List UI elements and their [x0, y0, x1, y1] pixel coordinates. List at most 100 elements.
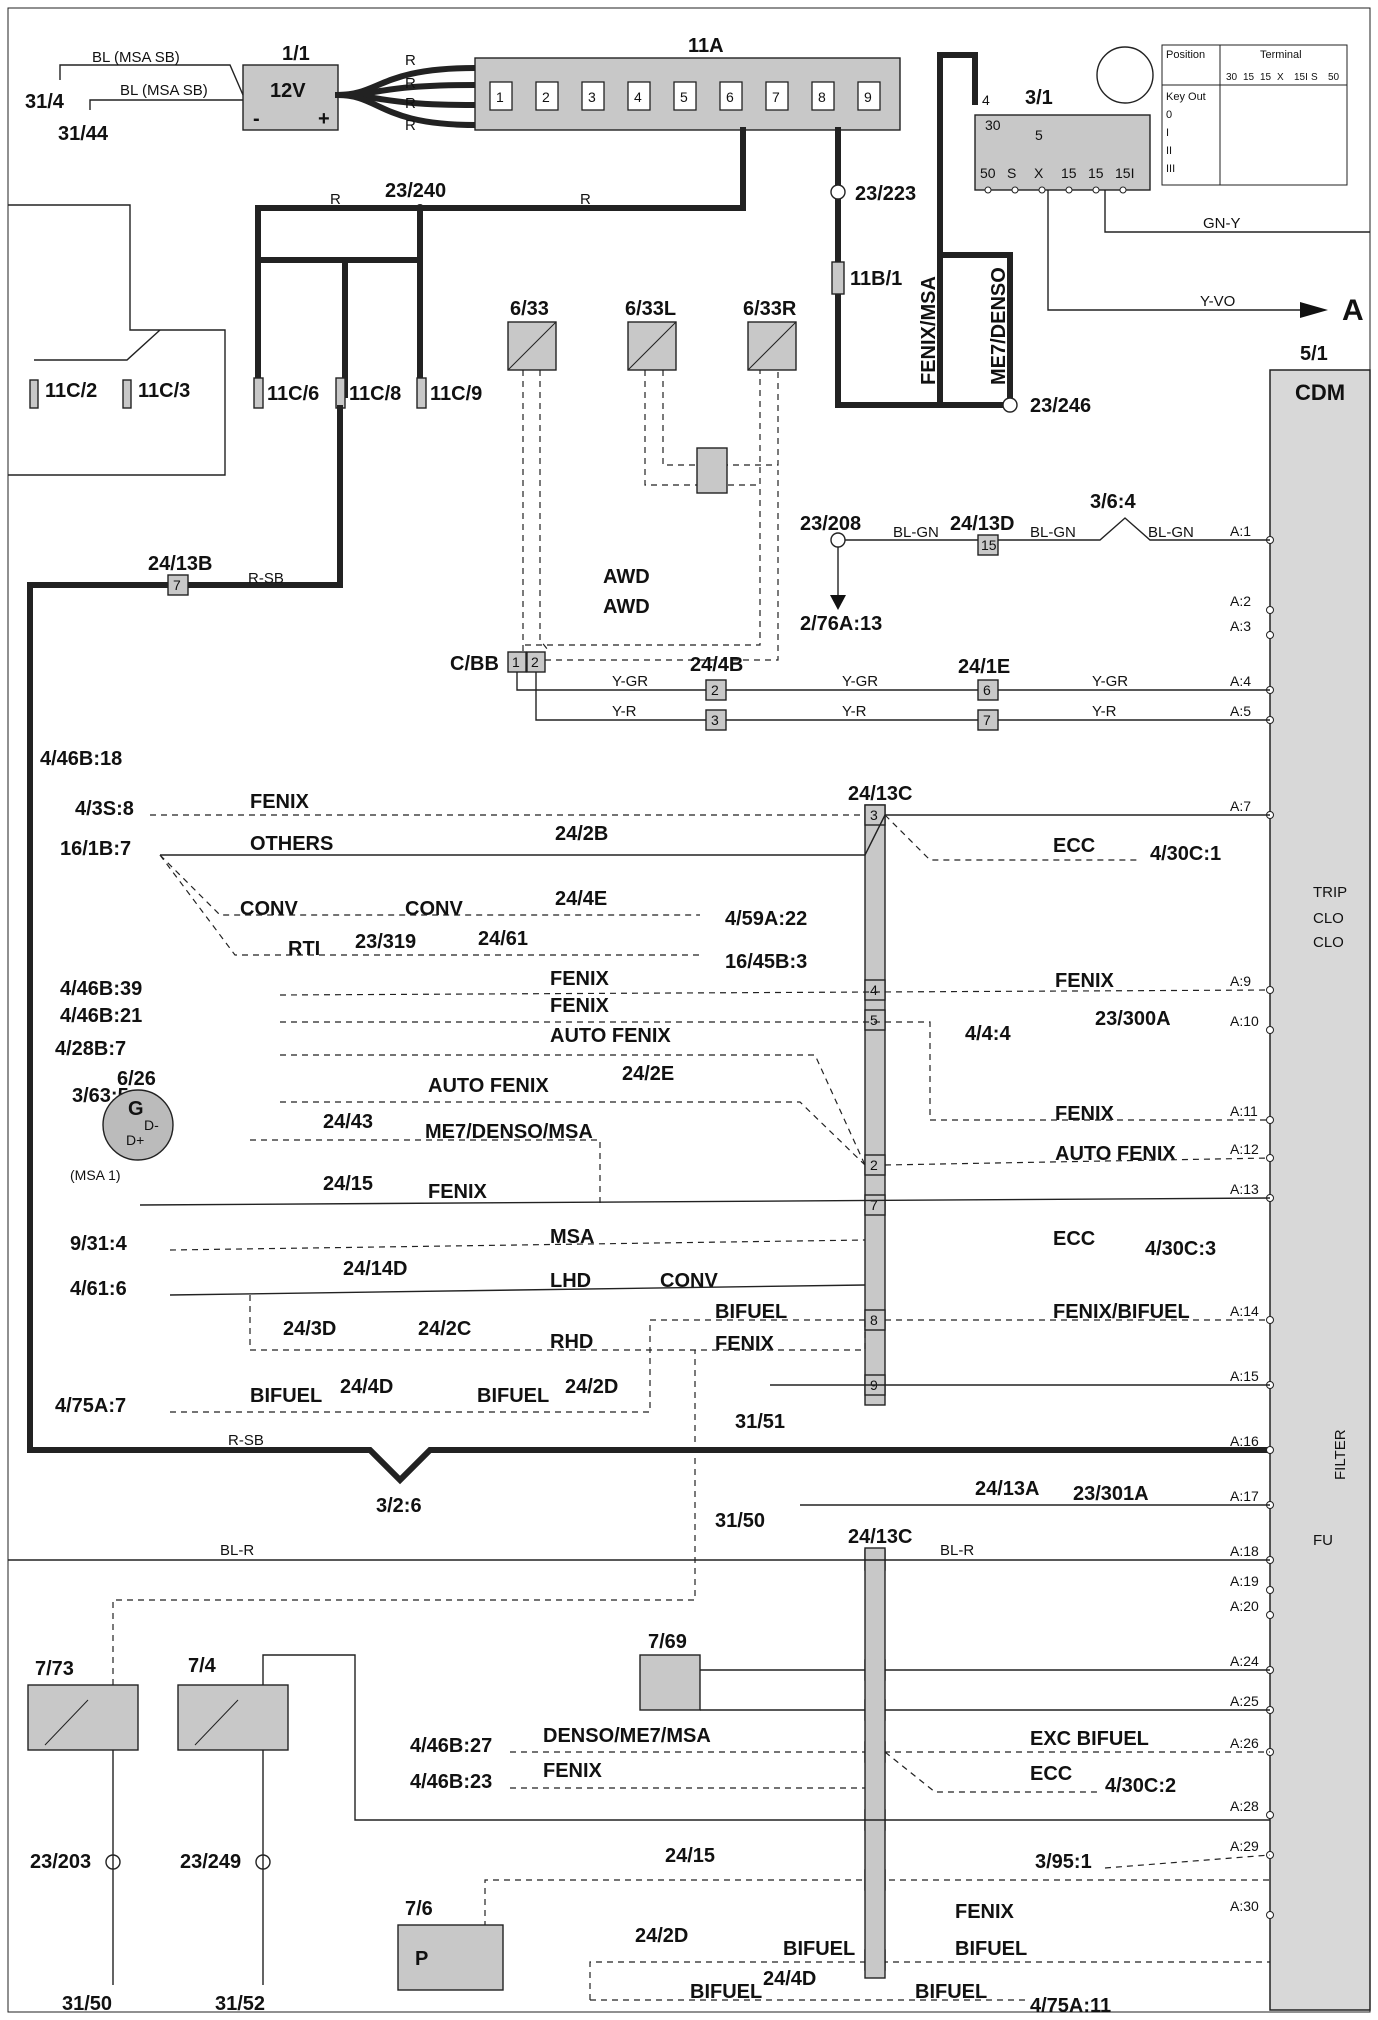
schematic-label: 9/31:4: [70, 1233, 128, 1255]
svg-text:30: 30: [985, 117, 1001, 133]
bat-wire-4: [334, 91, 479, 129]
schematic-label: BIFUEL: [250, 1385, 322, 1407]
cdm-module: 5/1 CDM TRIP CLO CLO FILTER FU A:1A:2A:3…: [1230, 343, 1371, 2011]
ign-terminal: X: [1034, 165, 1044, 181]
svg-text:7/69: 7/69: [648, 1631, 687, 1653]
svg-text:TRIP: TRIP: [1313, 884, 1347, 901]
signal-line: [250, 1139, 601, 1205]
signal-line: [280, 1021, 1270, 1121]
schematic-label: AUTO FENIX: [428, 1075, 549, 1097]
svg-text:24/1E: 24/1E: [958, 656, 1010, 678]
svg-text:6: 6: [983, 682, 991, 698]
schematic-label: AUTO FENIX: [550, 1025, 671, 1047]
wl-r-5: R: [330, 191, 341, 208]
svg-text:11C/8: 11C/8: [349, 383, 401, 405]
ign-terminal: 50: [980, 165, 996, 181]
fuse-11c-3: 11C/3: [122, 379, 190, 409]
fuse-11a-label: 8: [818, 89, 826, 105]
w-splice: [696, 447, 728, 494]
cdm-pin: A:16: [1230, 1433, 1259, 1449]
svg-text:CLO: CLO: [1313, 934, 1344, 951]
schematic-label: 4/46B:23: [410, 1771, 492, 1793]
schematic-label: BIFUEL: [715, 1301, 787, 1323]
signal-line: [159, 854, 700, 956]
svg-text:G: G: [128, 1098, 144, 1120]
cdm-pin: A:29: [1230, 1838, 1259, 1854]
schematic-label: ECC: [1053, 1228, 1095, 1250]
sensor-7-69: 7/69: [639, 1631, 701, 1711]
conn-cbb: C/BB: [450, 653, 499, 675]
schematic-label: 4/46B:21: [60, 1005, 142, 1027]
cdm-pin: A:17: [1230, 1488, 1259, 1504]
svg-text:3/6:4: 3/6:4: [1090, 491, 1136, 513]
svg-text:11C/9: 11C/9: [430, 383, 482, 405]
frame-notch: [8, 204, 226, 476]
svg-text:23/249: 23/249: [180, 1851, 241, 1873]
schematic-label: 23/301A: [1073, 1483, 1149, 1505]
cdm-pin: A:25: [1230, 1693, 1259, 1709]
signal-line: [279, 989, 1271, 996]
svg-text:24/13D: 24/13D: [950, 513, 1015, 535]
svg-text:CLO: CLO: [1313, 910, 1344, 927]
wire-bl-gn: [845, 517, 1270, 541]
svg-text:5: 5: [1035, 127, 1043, 143]
schematic-label: 24/2D: [635, 1925, 688, 1947]
fuse-11a-label: 2: [542, 89, 550, 105]
svg-text:7: 7: [983, 712, 991, 728]
schematic-label: 4/46B:27: [410, 1735, 492, 1757]
ground-31-44: 31/44: [58, 123, 109, 145]
svg-text:7/6: 7/6: [405, 1898, 433, 1920]
svg-text:23/208: 23/208: [800, 513, 861, 535]
svg-text:31/52: 31/52: [215, 1993, 265, 2015]
svg-text:4: 4: [982, 92, 990, 108]
wire-bl-1: [59, 64, 244, 96]
wire-gn-y: [1104, 190, 1370, 233]
schematic-label: 24/15: [665, 1845, 715, 1867]
cdm-pin: A:2: [1230, 593, 1251, 609]
svg-text:6/33L: 6/33L: [625, 298, 676, 320]
svg-text:P: P: [415, 1948, 428, 1970]
schematic-label: 24/14D: [343, 1258, 408, 1280]
svg-text:24/13C: 24/13C: [848, 783, 913, 805]
schematic-label: 24/2E: [622, 1063, 674, 1085]
svg-text:6/33R: 6/33R: [743, 298, 797, 320]
fuse-11a-3: [581, 81, 605, 111]
svg-text:7: 7: [173, 577, 181, 593]
wire-y-gr: [516, 672, 1270, 691]
wire-bl-label-2: BL (MSA SB): [120, 82, 208, 99]
conn-24-13b: [167, 574, 189, 596]
battery: 1/1 12V - +: [242, 43, 339, 131]
signal-line: [280, 1101, 866, 1166]
key-col: 15I: [1294, 72, 1308, 83]
cdm-pin: A:10: [1230, 1013, 1259, 1029]
svg-text:Y-GR: Y-GR: [1092, 673, 1128, 690]
fuse-11c-link: [34, 329, 161, 361]
svg-text:D+: D+: [126, 1132, 144, 1148]
cdm-pin: A:4: [1230, 673, 1251, 689]
schematic-label: FENIX: [1055, 970, 1115, 992]
svg-text:24/13C: 24/13C: [848, 1526, 913, 1548]
schematic-label: 31/51: [735, 1411, 785, 1433]
svg-text:Y-VO: Y-VO: [1200, 293, 1235, 310]
signal-line: [280, 1054, 866, 1166]
signal-line: [1104, 1854, 1271, 1869]
key-row: I: [1166, 127, 1169, 139]
splice-23-246: [1002, 397, 1018, 413]
dash-awd1: [525, 485, 761, 646]
schematic-label: ECC: [1030, 1763, 1072, 1785]
signal-line: [169, 1284, 866, 1296]
signal-line: [884, 1157, 1271, 1166]
cdm-pin: A:18: [1230, 1543, 1259, 1559]
svg-text:23/203: 23/203: [30, 1851, 91, 1873]
cdm-pin: A:13: [1230, 1181, 1259, 1197]
schematic-label: 4/75A:11: [1030, 1995, 1111, 2017]
svg-text:7/4: 7/4: [188, 1655, 217, 1677]
key-col: 15: [1243, 72, 1255, 83]
fuse-11a-label: 7: [772, 89, 780, 105]
fuse-11a-label: 1: [496, 89, 504, 105]
svg-text:BL-R: BL-R: [220, 1542, 254, 1559]
fuse-11a-4: [627, 81, 651, 111]
svg-text:BL-R: BL-R: [940, 1542, 974, 1559]
fuse-11a-1: [489, 81, 513, 111]
svg-text:1: 1: [512, 654, 520, 670]
